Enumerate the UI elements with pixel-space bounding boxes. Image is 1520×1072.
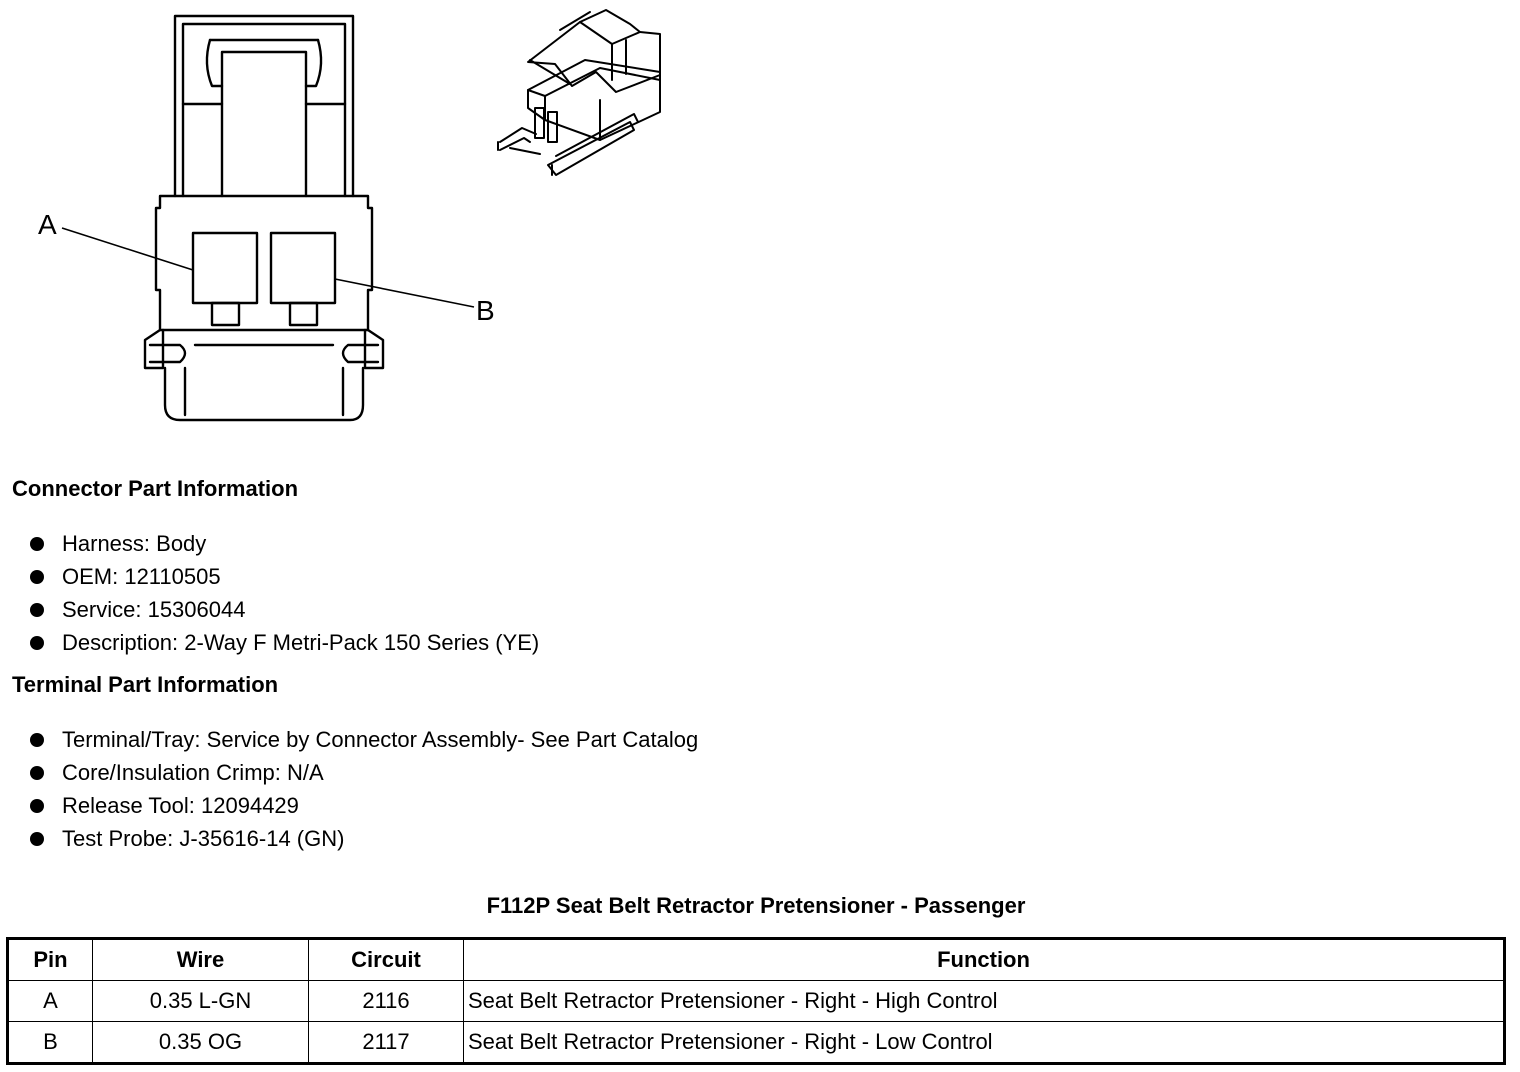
- list-item: Service: 15306044: [30, 593, 539, 626]
- connector-diagram: A B: [38, 9, 661, 422]
- callout-label-b: B: [476, 295, 495, 326]
- connector-face-view: [143, 14, 385, 422]
- list-item: Harness: Body: [30, 527, 539, 560]
- list-item: OEM: 12110505: [30, 560, 539, 593]
- callout-label-a: A: [38, 209, 57, 240]
- column-header-wire: Wire: [92, 938, 309, 981]
- cell-wire: 0.35 OG: [92, 1021, 309, 1064]
- cell-circuit: 2116: [308, 980, 464, 1022]
- terminal-info-list: Terminal/Tray: Service by Connector Asse…: [30, 723, 698, 855]
- column-header-circuit: Circuit: [308, 938, 464, 981]
- list-item: Test Probe: J-35616-14 (GN): [30, 822, 698, 855]
- cell-wire: 0.35 L-GN: [92, 980, 309, 1022]
- cell-function: Seat Belt Retractor Pretensioner - Right…: [463, 1021, 1505, 1064]
- list-item: Release Tool: 12094429: [30, 789, 698, 822]
- cell-function: Seat Belt Retractor Pretensioner - Right…: [463, 980, 1505, 1022]
- callout-leaders: [61, 227, 475, 308]
- list-item: Description: 2-Way F Metri-Pack 150 Seri…: [30, 626, 539, 659]
- table-row: B 0.35 OG 2117 Seat Belt Retractor Prete…: [7, 1021, 1505, 1064]
- column-header-function: Function: [463, 938, 1505, 981]
- list-item: Core/Insulation Crimp: N/A: [30, 756, 698, 789]
- connector-isometric-view: [497, 9, 661, 176]
- connector-info-heading: Connector Part Information: [12, 476, 299, 501]
- connector-info-list: Harness: Body OEM: 12110505 Service: 153…: [30, 527, 539, 659]
- pinout-table: Pin Wire Circuit Function A 0.35 L-GN 21…: [6, 937, 1506, 1065]
- table-header-row: Pin Wire Circuit Function: [7, 938, 1505, 981]
- cell-pin: A: [7, 980, 93, 1022]
- pinout-title: F112P Seat Belt Retractor Pretensioner -…: [486, 893, 1026, 918]
- terminal-info-heading: Terminal Part Information: [12, 672, 279, 697]
- cell-circuit: 2117: [308, 1021, 464, 1064]
- column-header-pin: Pin: [7, 938, 93, 981]
- table-row: A 0.35 L-GN 2116 Seat Belt Retractor Pre…: [7, 980, 1505, 1022]
- cell-pin: B: [7, 1021, 93, 1064]
- list-item: Terminal/Tray: Service by Connector Asse…: [30, 723, 698, 756]
